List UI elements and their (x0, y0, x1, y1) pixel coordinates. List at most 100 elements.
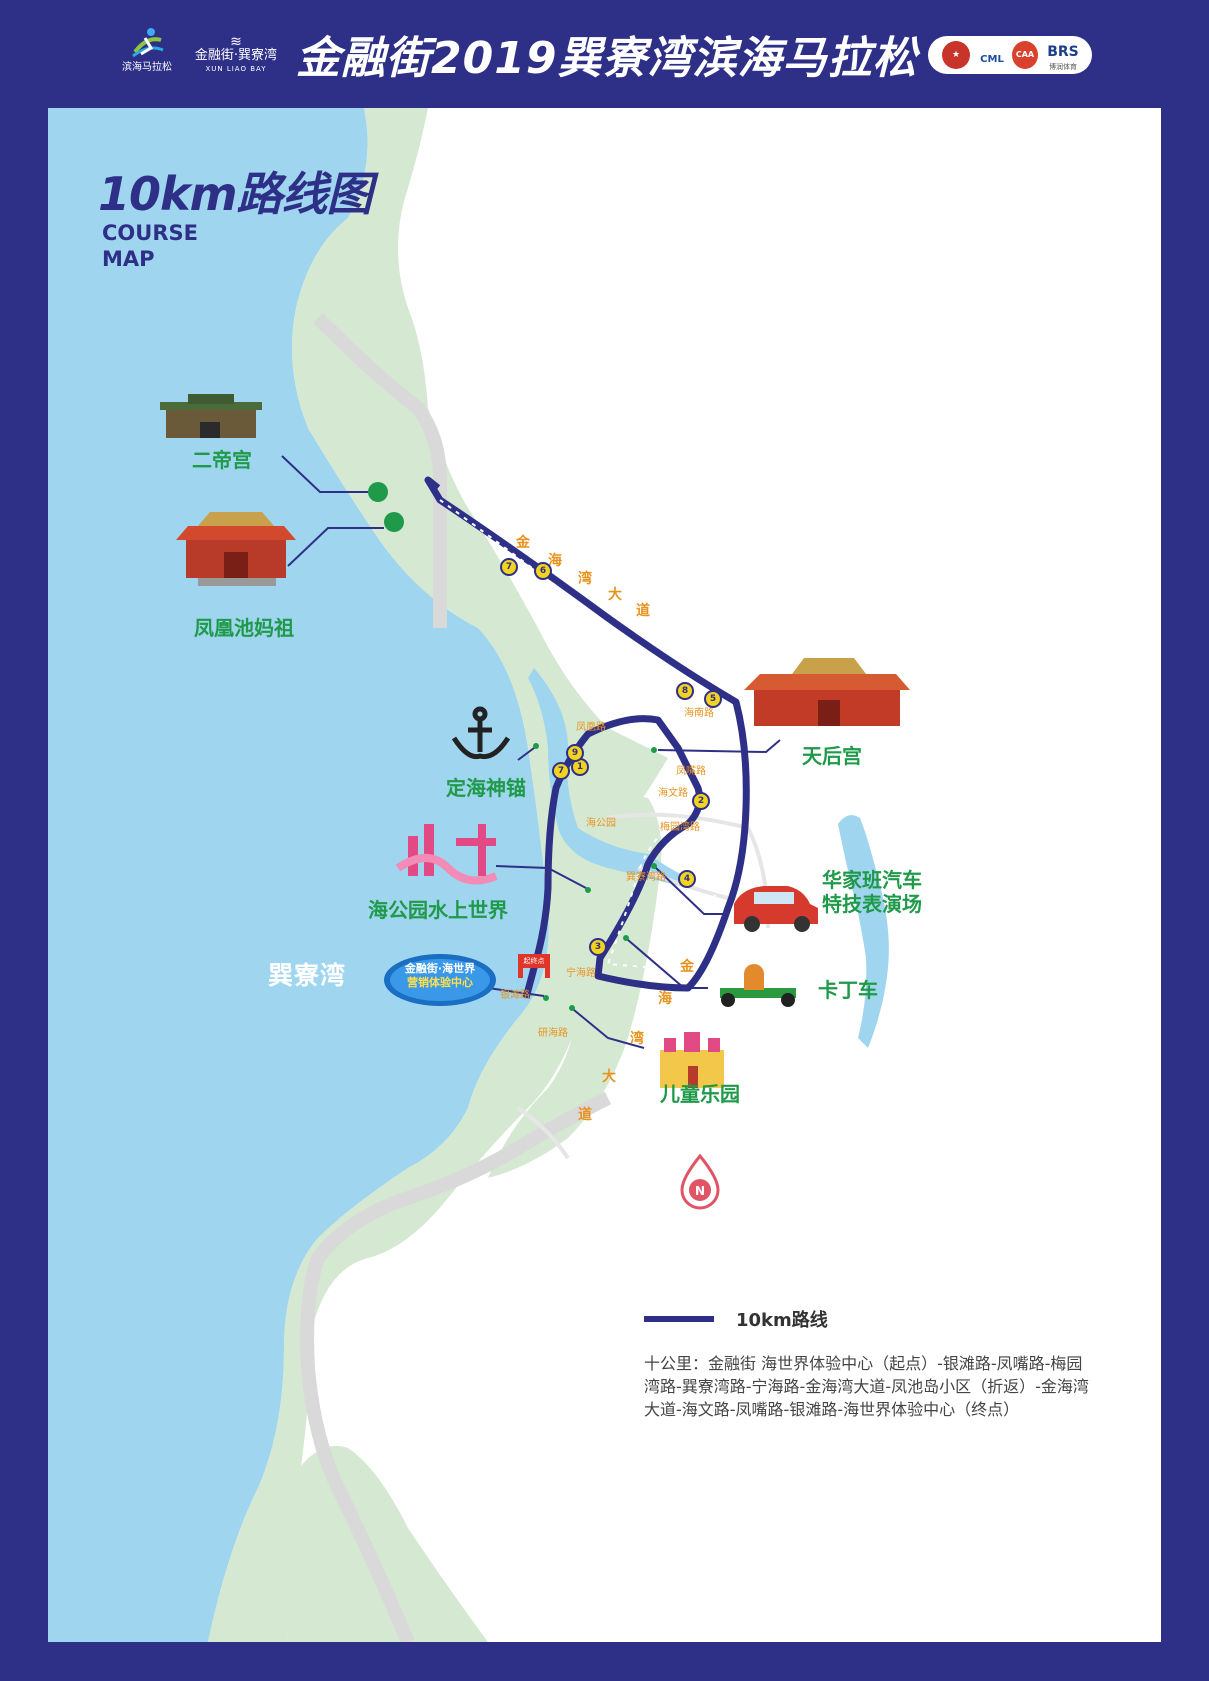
sponsor-emblem-icon: ★ (942, 41, 970, 69)
jinrongjie-logo: ≋ 金融街·巽寮湾 XUN LIAO BAY (190, 34, 282, 74)
anchor-icon (451, 706, 511, 760)
page-title: 金融街2019巽寮湾滨海马拉松 (296, 33, 918, 84)
stunt-leader (655, 867, 724, 915)
map-title: 10km路线图 (98, 167, 373, 221)
course-map-label: COURSE MAP (102, 220, 198, 272)
course-map: 10km路线图 COURSE MAP 二帝宫 凤凰池妈祖 定海神锚 海公园水上世… (48, 108, 1161, 1642)
jinrongjie-logo-en: XUN LIAO BAY (205, 65, 267, 73)
kids-marker (569, 1005, 575, 1011)
road-meiyuanwan: 梅园湾路 (660, 822, 700, 833)
sponsor-brs-name: BRS (1047, 44, 1079, 60)
km-marker-7b: 7 (552, 762, 570, 780)
map-canvas (48, 108, 910, 1642)
road-jinhaiwan-upper-5: 道 (636, 603, 650, 619)
sponsor-brs: BRS 博润体育 (1040, 41, 1086, 71)
erdi-leader (281, 455, 368, 493)
poi-anchor-label: 定海神锚 (446, 776, 526, 800)
start-gate-icon (518, 954, 550, 978)
road-jinhaiwan-lower-1: 金 (680, 959, 694, 975)
mazu-marker (384, 512, 404, 532)
tianhou-marker (651, 747, 657, 753)
marathon-logo: 滨海马拉松 (118, 26, 176, 82)
road-jinhaiwan-lower-3: 湾 (630, 1031, 644, 1047)
sponsor-cml: CML (980, 54, 1004, 65)
poi-kart-label: 卡丁车 (818, 978, 878, 1002)
sponsor-caa: CAA (1012, 41, 1038, 69)
course-label-line1: COURSE (102, 221, 198, 245)
road-ninghai: 宁海路 (566, 968, 596, 979)
route-description: 十公里：金融街 海世界体验中心（起点）-银滩路-凤嘴路-梅园湾路-巽寮湾路-宁海… (644, 1354, 1089, 1419)
center-badge-line2: 营销体验中心 (407, 976, 473, 989)
runner-icon (127, 26, 167, 60)
green-area-east (488, 794, 662, 1178)
mazu-leader (287, 527, 384, 567)
road-jinhaiwan-upper-3: 湾 (578, 571, 592, 587)
kart-marker (623, 935, 629, 941)
stunt-marker (651, 863, 657, 869)
center-badge: 金融街·海世界 营销体验中心 (392, 962, 488, 990)
jinrongjie-logo-name: 金融街·巽寮湾 (194, 48, 278, 63)
waterpark-marker (585, 887, 591, 893)
poi-tianhou-label: 天后宫 (802, 744, 862, 768)
poi-kids-label: 儿童乐园 (660, 1082, 740, 1106)
wave-icon: ≋ (230, 34, 242, 50)
center-badge-icon (384, 954, 496, 1006)
road-jinhaiwan-upper-4: 大 (608, 587, 622, 603)
mazu-temple-icon (176, 512, 296, 586)
north-arrow-icon (680, 1153, 720, 1210)
sponsor-logos: ★ CML CAA BRS 博润体育 (928, 36, 1092, 74)
km-marker-6: 6 (534, 562, 552, 580)
km-marker-2: 2 (692, 792, 710, 810)
road-haigongyuan: 海公园 (586, 818, 616, 829)
center-marker (543, 995, 549, 1001)
km-marker-7a: 7 (500, 558, 518, 576)
go-kart-icon (720, 964, 796, 1007)
legend-route-swatch (644, 1316, 714, 1322)
north-label: N (694, 1184, 706, 1198)
sponsor-brs-sub: 博润体育 (1049, 63, 1077, 71)
south-road (300, 1091, 612, 1642)
road-haiwen: 海文路 (658, 788, 688, 799)
inlet (528, 668, 688, 888)
erdi-marker (368, 482, 388, 502)
km-marker-9: 9 (566, 744, 584, 762)
kart-leader (627, 939, 708, 989)
kids-castle-icon (660, 1032, 724, 1088)
road-jinhaiwan-upper-2: 海 (548, 553, 562, 569)
water-label: 巽寮湾 (268, 961, 347, 990)
stunt-car-icon (734, 886, 818, 932)
course-label-line2: MAP (102, 247, 155, 271)
km-marker-3: 3 (589, 938, 607, 956)
waterpark-leader (495, 865, 587, 889)
poi-stunt-label-2: 特技表演场 (822, 892, 922, 916)
east-lake (838, 815, 889, 1048)
road-xunliaowan: 巽寮湾路 (626, 872, 666, 883)
minor-road-3 (516, 1106, 570, 1160)
tianhou-leader (657, 739, 781, 754)
legend-route-label: 10km路线 (736, 1310, 828, 1331)
marathon-logo-caption: 滨海马拉松 (122, 62, 172, 73)
south-island (286, 1446, 488, 1642)
erdi-temple-icon (160, 394, 262, 438)
road-yanwen: 研海路 (538, 1028, 568, 1039)
start-label: 起终点 (523, 957, 545, 965)
sea (48, 108, 549, 1642)
waterpark-icon (395, 824, 498, 885)
poi-waterpark-label: 海公园水上世界 (368, 898, 508, 922)
kids-leader (573, 1009, 645, 1049)
road-hainan: 海南路 (684, 708, 714, 719)
road-fengzui: 凤嘴路 (676, 766, 706, 777)
poi-erdi-label: 二帝宫 (192, 448, 252, 472)
anchor-marker (533, 743, 539, 749)
anchor-leader (517, 747, 535, 761)
road-jinhaiwan-upper-1: 金 (516, 535, 530, 551)
road-fenghuang: 凤凰路 (576, 722, 606, 733)
poi-mazu-label: 凤凰池妈祖 (194, 616, 294, 640)
tianhou-temple-icon (744, 658, 910, 726)
poi-stunt-label-1: 华家班汽车 (822, 868, 922, 892)
center-leader (487, 987, 545, 997)
km-marker-4: 4 (678, 870, 696, 888)
km-marker-8: 8 (676, 682, 694, 700)
road-jinhaiwan-lower-2: 海 (658, 991, 672, 1007)
coastal-road (313, 313, 447, 628)
